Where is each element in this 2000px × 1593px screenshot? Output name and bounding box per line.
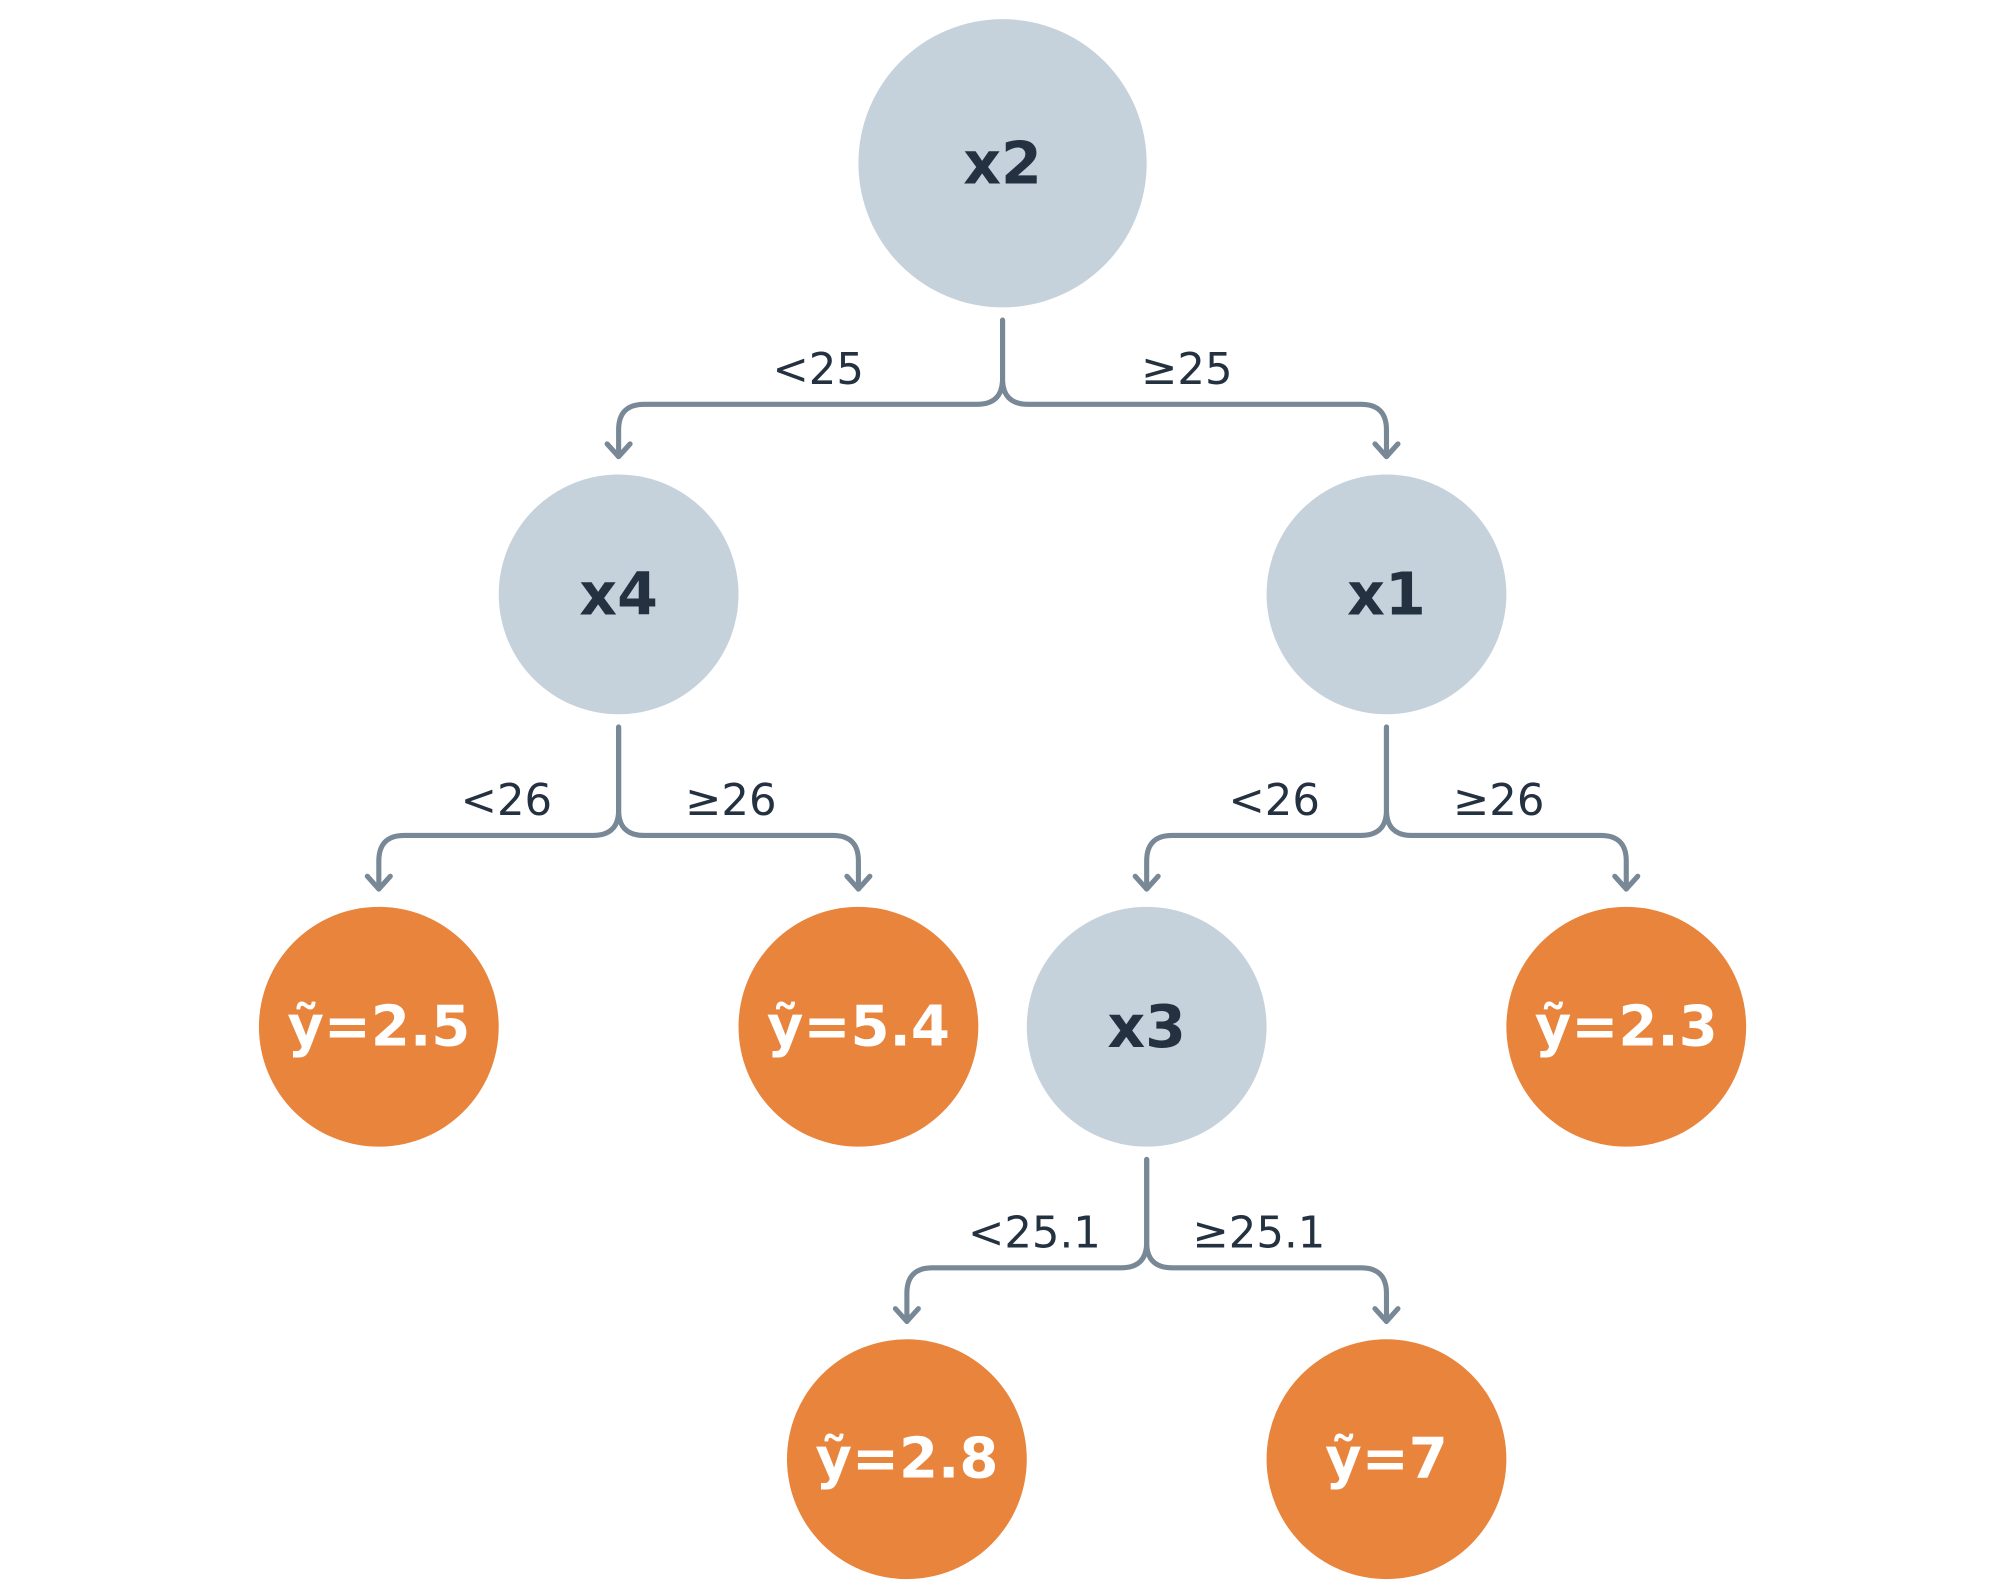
leaf-circle [1506, 906, 1747, 1147]
decision-label: x1 [1347, 560, 1426, 628]
leaf-node-leaf-c: ỹ=2.3 [1506, 906, 1747, 1147]
leaf-circle [1266, 1339, 1507, 1580]
decision-label: x4 [579, 560, 658, 628]
arrowhead-icon [1372, 441, 1401, 460]
edge-n-x3-to-leaf-d [904, 1156, 1150, 1324]
decision-node-n-x1: x1 [1266, 474, 1507, 715]
arrowhead-icon [844, 873, 873, 892]
edge-label: <25.1 [968, 1208, 1101, 1258]
edge-n-x4-to-leaf-b [616, 724, 861, 892]
arrowhead-icon [1132, 873, 1161, 892]
arrowhead-icon [1372, 1306, 1401, 1324]
edges-layer: <25 ≥25 <26 ≥26 <26 ≥26 <25.1 ≥25.1 [364, 317, 1641, 1324]
arrowhead-icon [364, 873, 393, 892]
edge-label: ≥25 [1141, 345, 1233, 395]
leaf-label: ỹ=2.3 [1535, 994, 1718, 1059]
edge-root-to-n-x1 [999, 317, 1390, 460]
leaf-circle [738, 906, 979, 1147]
edge-label: <26 [461, 776, 553, 826]
leaf-circle [258, 906, 499, 1147]
leaf-node-leaf-d: ỹ=2.8 [786, 1339, 1027, 1580]
leaf-label: ỹ=2.8 [815, 1427, 998, 1492]
leaf-circle [786, 1339, 1027, 1580]
edge-root-to-n-x4 [616, 317, 1006, 460]
arrowhead-icon [1612, 873, 1641, 892]
decision-node-root: x2 [858, 19, 1147, 308]
decision-circle [498, 474, 739, 715]
decision-circle [858, 19, 1147, 308]
leaf-node-leaf-a: ỹ=2.5 [258, 906, 499, 1147]
edge-n-x1-to-leaf-c [1383, 724, 1629, 892]
edge-label: ≥26 [685, 776, 777, 826]
edge-n-x3-to-leaf-e [1144, 1156, 1390, 1324]
decision-node-n-x3: x3 [1026, 906, 1267, 1147]
leaf-label: ỹ=5.4 [767, 994, 950, 1059]
leaf-label: ỹ=2.5 [287, 994, 470, 1059]
decision-label: x2 [963, 129, 1042, 197]
edge-label: ≥25.1 [1192, 1208, 1325, 1258]
edge-label: ≥26 [1453, 776, 1545, 826]
edge-label: <25 [772, 345, 864, 395]
decision-node-n-x4: x4 [498, 474, 739, 715]
edge-n-x4-to-leaf-a [376, 724, 622, 892]
decision-label: x3 [1107, 993, 1186, 1061]
leaf-node-leaf-b: ỹ=5.4 [738, 906, 979, 1147]
edge-label: <26 [1228, 776, 1320, 826]
arrowhead-icon [892, 1306, 921, 1324]
leaf-label: ỹ=7 [1325, 1427, 1448, 1492]
nodes-layer: x2 x4 x1 ỹ=2.5 ỹ=5.4 x3 ỹ=2.3 ỹ=2.8 ỹ=7 [258, 19, 1747, 1580]
decision-circle [1266, 474, 1507, 715]
edge-n-x1-to-n-x3 [1144, 724, 1390, 892]
decision-circle [1026, 906, 1267, 1147]
leaf-node-leaf-e: ỹ=7 [1266, 1339, 1507, 1580]
arrowhead-icon [604, 441, 633, 460]
